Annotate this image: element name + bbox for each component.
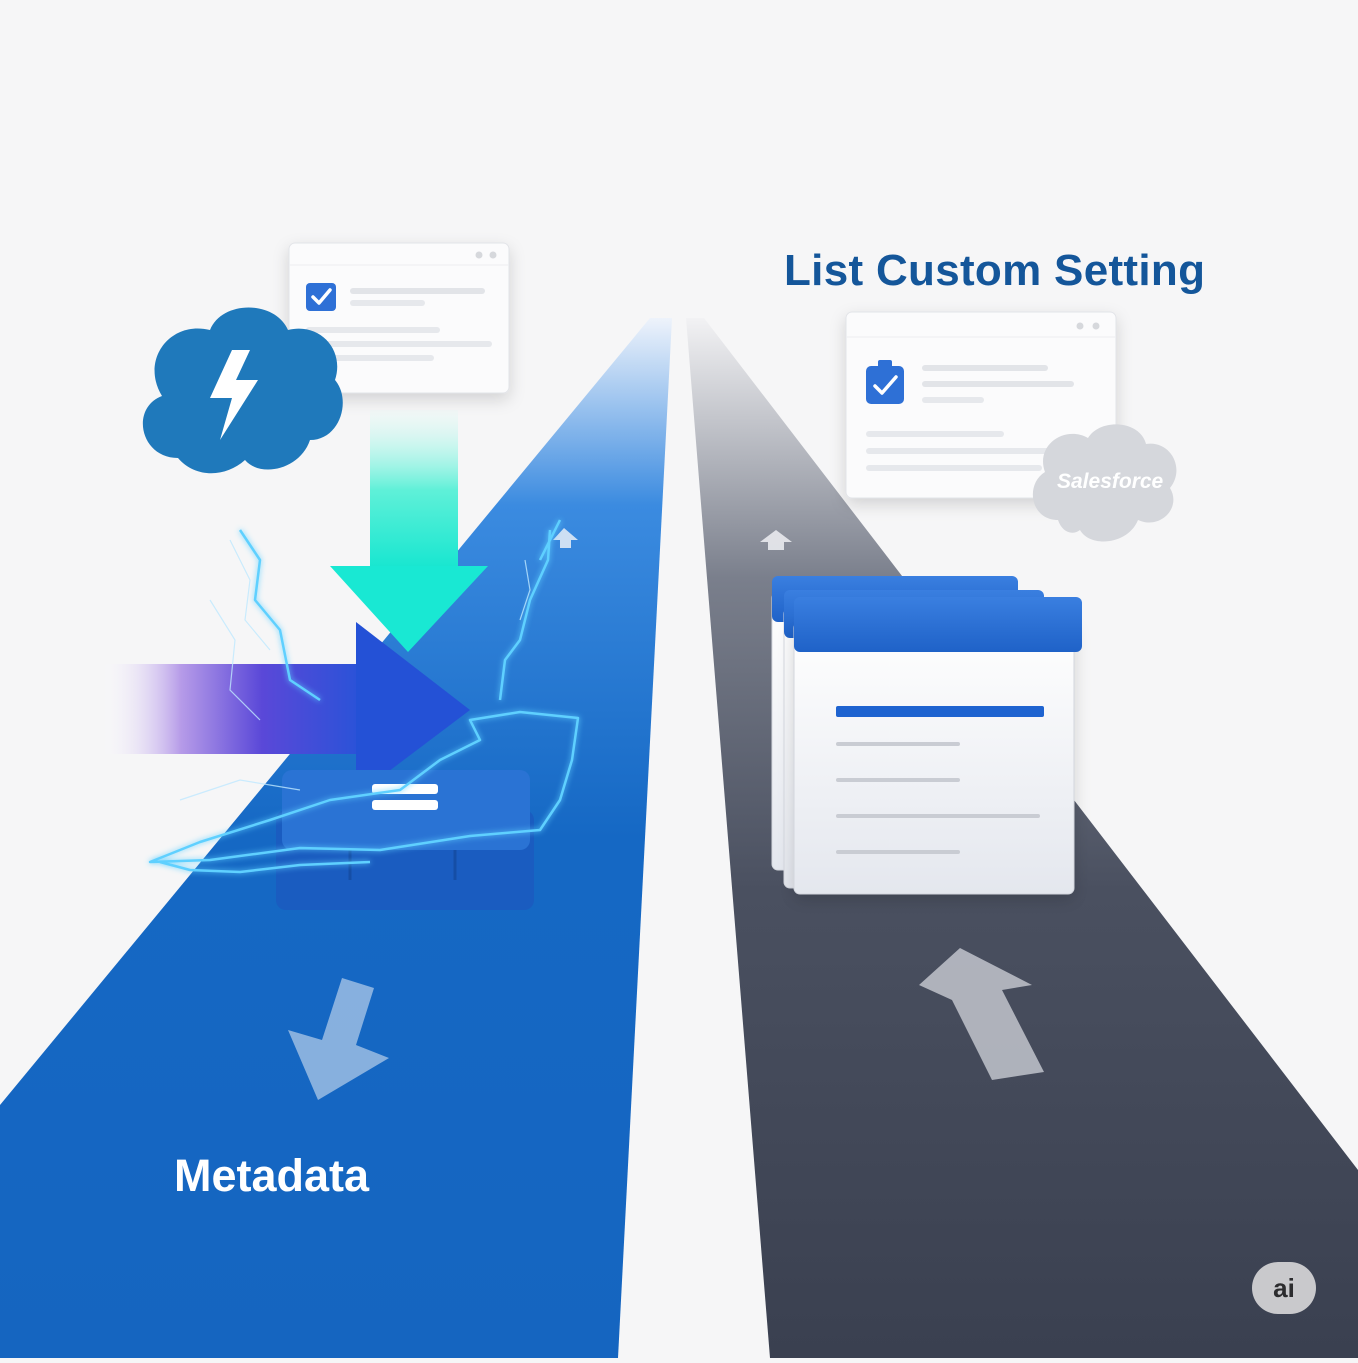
up-arrow-icon xyxy=(919,948,1044,1080)
down-arrow-icon xyxy=(288,978,389,1100)
lightning-cloud-icon xyxy=(142,307,343,474)
purple-right-arrow-icon xyxy=(100,622,470,796)
salesforce-cloud-logo xyxy=(1032,424,1177,542)
teal-down-arrow-icon xyxy=(330,410,488,652)
clipboard-check-icon xyxy=(866,360,904,404)
browser-window-left xyxy=(288,242,510,394)
check-icon xyxy=(306,283,336,311)
metadata-label: Metadata xyxy=(174,1150,370,1201)
electric-sparks xyxy=(148,519,580,874)
electric-sparks-fine xyxy=(179,539,531,801)
custom-setting-cards xyxy=(771,576,1082,895)
small-up-arrow-icon xyxy=(760,530,792,550)
salesforce-logo-text: Salesforce xyxy=(1057,470,1164,493)
ai-badge: ai xyxy=(1252,1262,1316,1314)
small-up-arrow-icon xyxy=(553,528,578,548)
list-custom-setting-title: List Custom Setting xyxy=(784,246,1206,295)
metadata-box xyxy=(276,770,534,910)
